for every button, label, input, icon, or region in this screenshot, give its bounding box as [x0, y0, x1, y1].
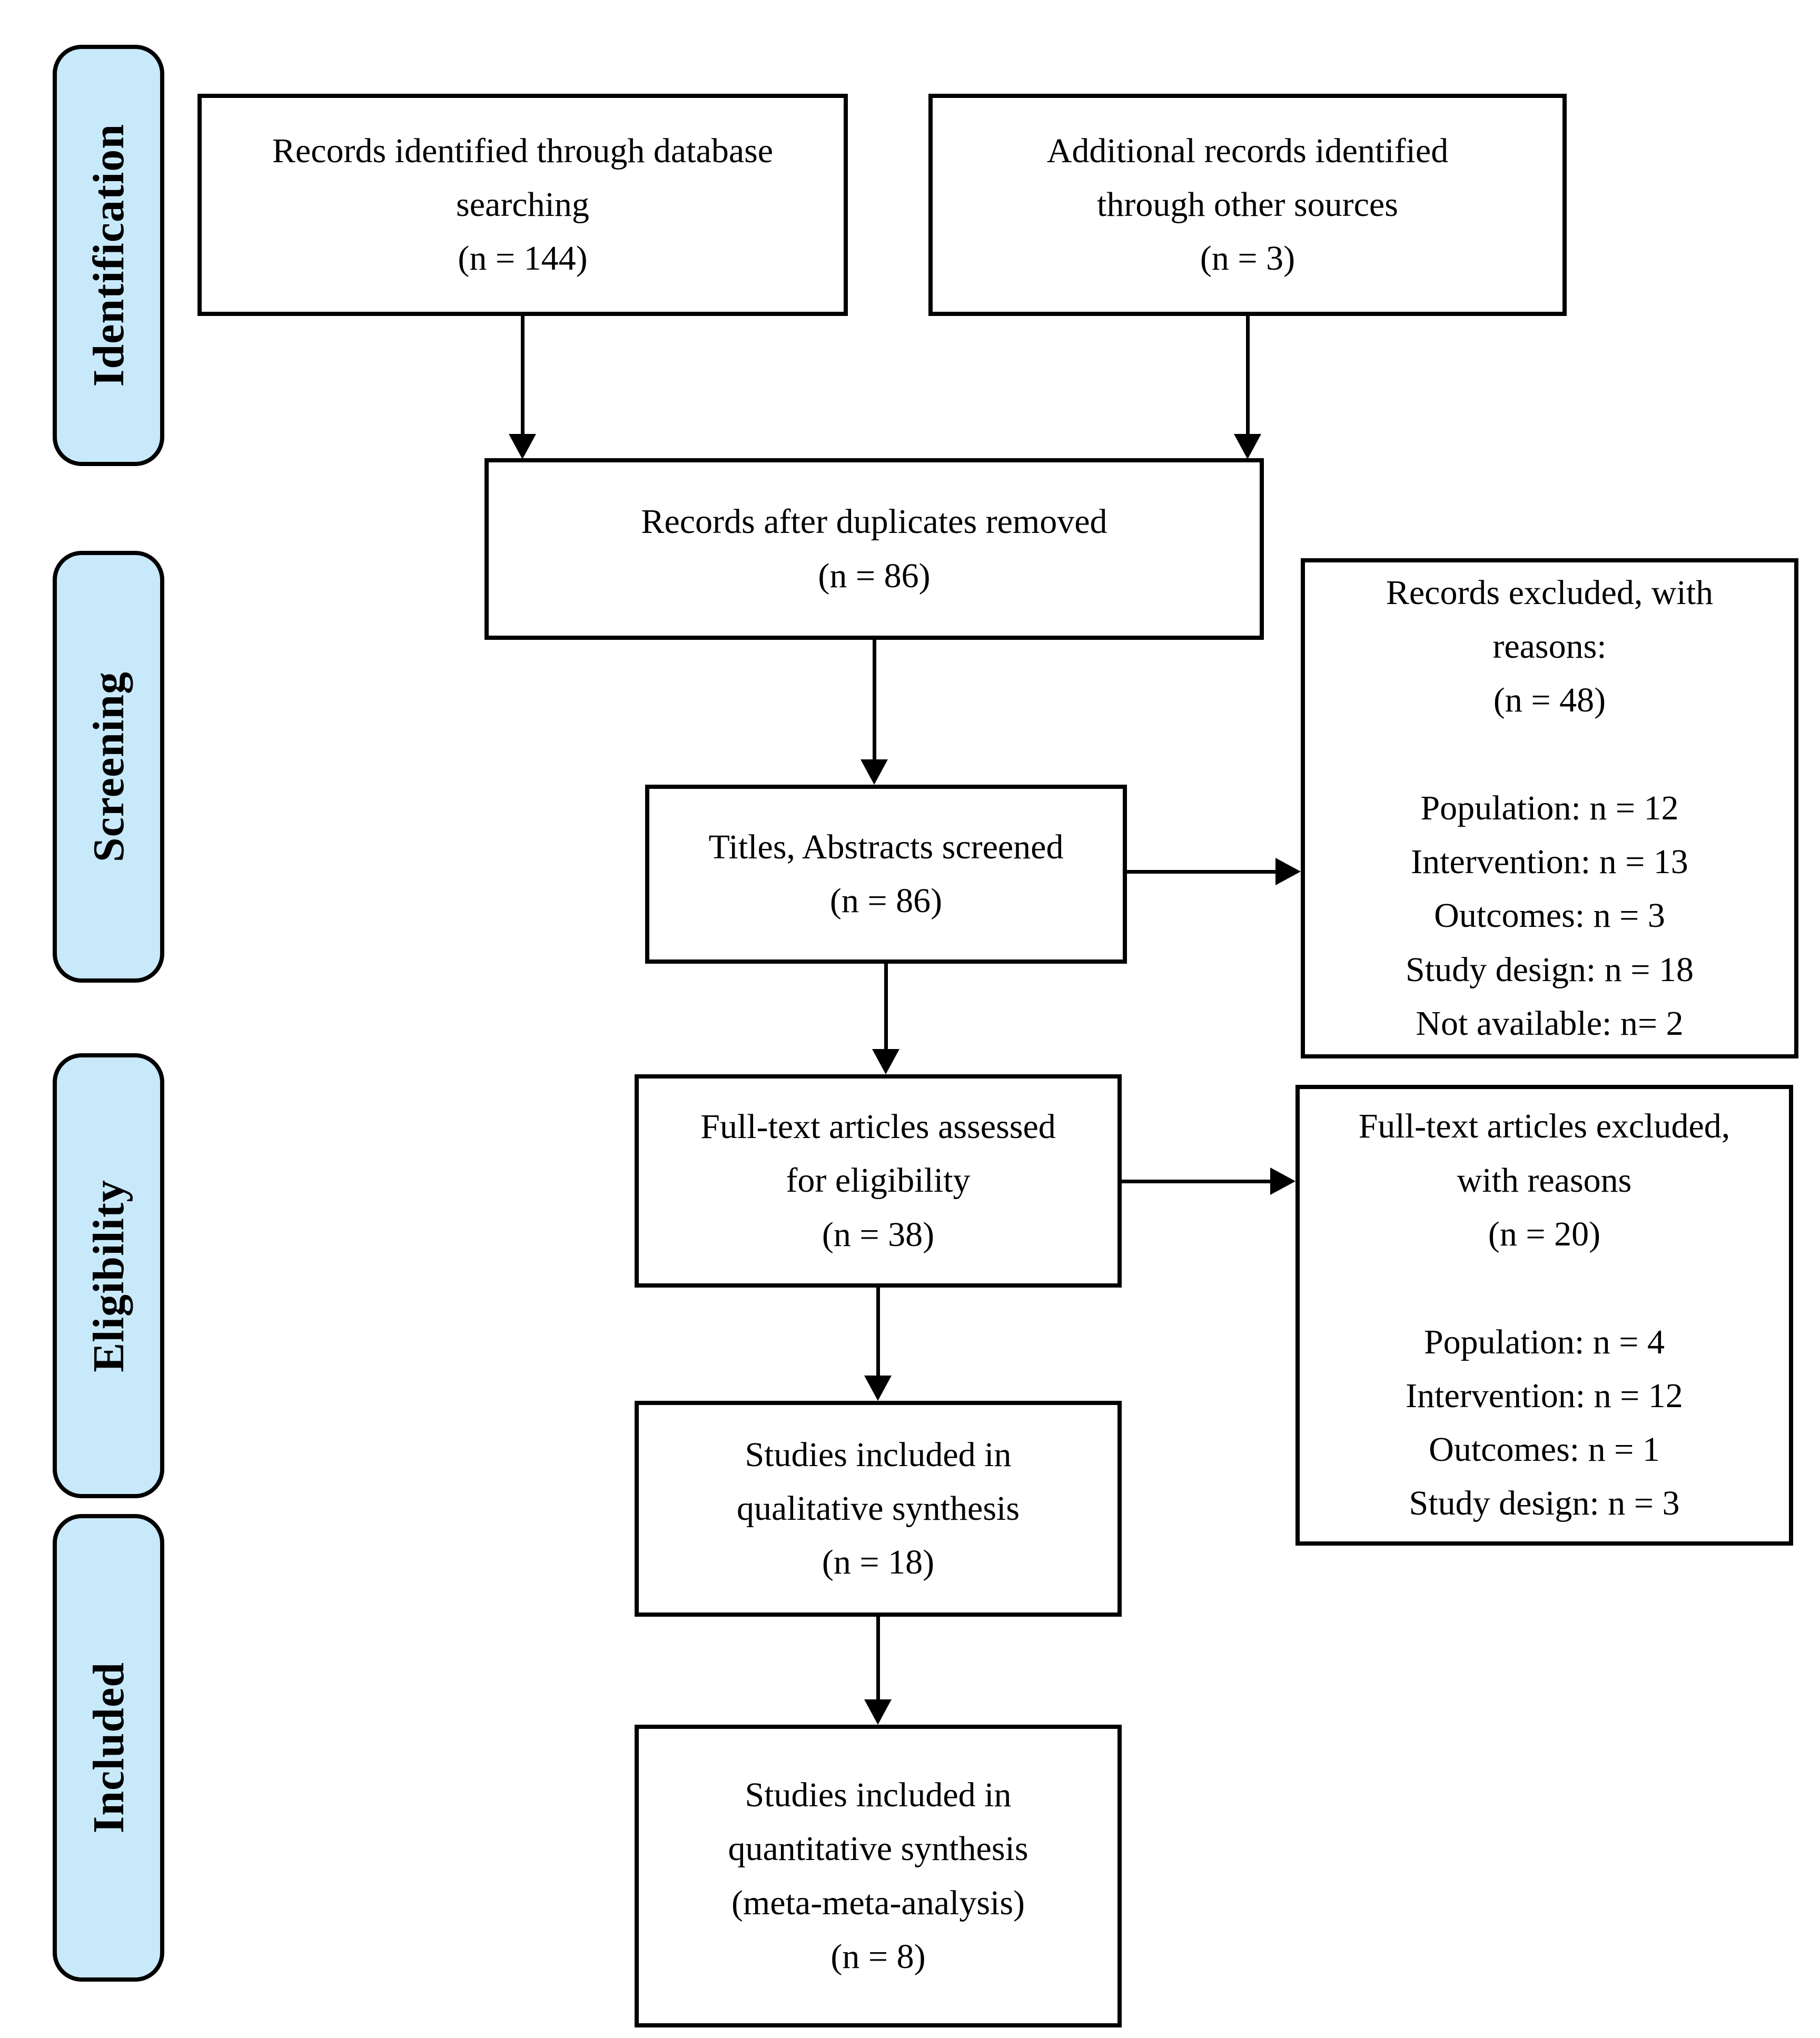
stage-eligibility: Eligibility [53, 1053, 164, 1498]
arrow-additional-to-dedup-line [1246, 316, 1250, 435]
stage-eligibility-label: Eligibility [84, 1179, 133, 1372]
stage-screening-label: Screening [84, 671, 133, 863]
arrow-screened-to-excluded-line [1127, 870, 1278, 874]
box-fulltext-excluded: Full-text articles excluded, with reason… [1295, 1085, 1793, 1546]
box-titles-abstracts-screened-text: Titles, Abstracts screened (n = 86) [708, 827, 1064, 920]
box-quantitative-synthesis-text: Studies included in quantitative synthes… [728, 1775, 1028, 1976]
arrow-identified-to-dedup-line [521, 316, 525, 435]
box-fulltext-assessed-text: Full-text articles assessed for eligibil… [700, 1107, 1056, 1254]
arrow-screened-to-fulltext-line [884, 964, 888, 1050]
arrow-screened-to-excluded-head-icon [1275, 858, 1301, 885]
arrow-fulltext-to-qualitative-line [876, 1288, 880, 1377]
arrow-dedup-to-screened-line [873, 640, 876, 760]
arrow-identified-to-dedup-head-icon [509, 434, 536, 459]
box-duplicates-removed-text: Records after duplicates removed (n = 86… [641, 502, 1107, 595]
stage-identification: Identification [53, 45, 164, 466]
arrow-additional-to-dedup-head-icon [1234, 434, 1261, 459]
arrow-fulltext-to-excluded-head-icon [1270, 1168, 1295, 1195]
box-qualitative-synthesis: Studies included in qualitative synthesi… [635, 1401, 1122, 1617]
arrow-dedup-to-screened-head-icon [860, 759, 888, 785]
arrow-screened-to-fulltext-head-icon [872, 1049, 899, 1074]
arrow-qualitative-to-quantitative-head-icon [864, 1699, 892, 1725]
stage-included: Included [53, 1514, 164, 1982]
box-records-identified: Records identified through database sear… [197, 94, 848, 316]
stage-included-label: Included [84, 1662, 133, 1834]
box-duplicates-removed: Records after duplicates removed (n = 86… [484, 458, 1264, 640]
box-fulltext-assessed: Full-text articles assessed for eligibil… [635, 1074, 1122, 1288]
box-additional-records-text: Additional records identified through ot… [1046, 131, 1449, 278]
box-quantitative-synthesis: Studies included in quantitative synthes… [635, 1725, 1122, 2027]
box-records-excluded: Records excluded, with reasons: (n = 48)… [1301, 558, 1798, 1058]
arrow-fulltext-to-qualitative-head-icon [864, 1376, 892, 1401]
arrow-fulltext-to-excluded-line [1122, 1180, 1272, 1183]
stage-identification-label: Identification [84, 124, 133, 387]
box-qualitative-synthesis-text: Studies included in qualitative synthesi… [736, 1435, 1020, 1582]
box-additional-records: Additional records identified through ot… [928, 94, 1567, 316]
box-fulltext-excluded-text: Full-text articles excluded, with reason… [1358, 1107, 1730, 1523]
arrow-qualitative-to-quantitative-line [876, 1617, 880, 1700]
stage-screening: Screening [53, 551, 164, 983]
box-titles-abstracts-screened: Titles, Abstracts screened (n = 86) [645, 785, 1127, 964]
box-records-identified-text: Records identified through database sear… [272, 131, 774, 278]
box-records-excluded-text: Records excluded, with reasons: (n = 48)… [1386, 573, 1714, 1043]
